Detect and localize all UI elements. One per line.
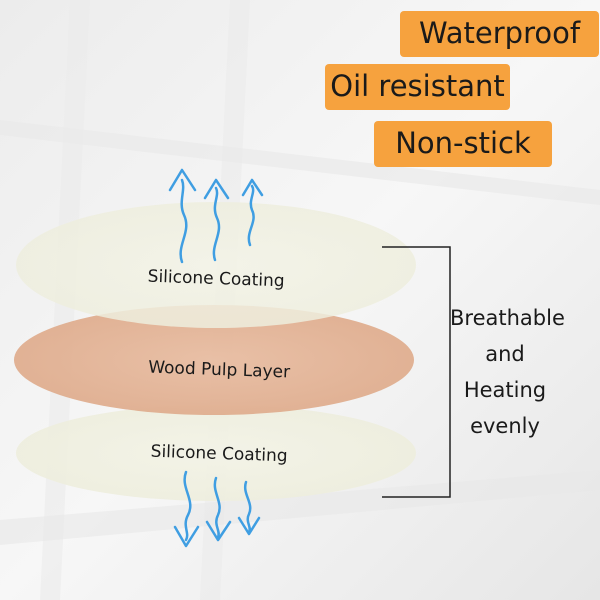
bracket xyxy=(382,246,451,498)
badge-oil-resistant-label: Oil resistant xyxy=(330,69,505,103)
downward-arrows-icon xyxy=(173,470,261,548)
side-text-line-4: evenly xyxy=(470,414,540,438)
middle-layer-label: Wood Pulp Layer xyxy=(148,358,290,383)
upward-arrows-icon xyxy=(168,168,264,264)
badge-non-stick: Non-stick xyxy=(374,121,552,167)
bottom-layer-label: Silicone Coating xyxy=(150,442,288,467)
side-text-line-2: and xyxy=(485,342,525,366)
badge-oil-resistant: Oil resistant xyxy=(325,64,510,110)
badge-waterproof: Waterproof xyxy=(400,11,599,57)
side-text-line-3: Heating xyxy=(463,378,547,402)
side-description: Breathable and Heating evenly xyxy=(450,300,565,444)
top-silicone-layer xyxy=(16,202,416,328)
badge-non-stick-label: Non-stick xyxy=(395,126,531,160)
bottom-silicone-layer xyxy=(16,405,416,501)
wood-pulp-layer xyxy=(14,305,414,415)
side-text-line-1: Breathable xyxy=(450,306,565,330)
top-layer-label: Silicone Coating xyxy=(147,267,285,292)
badge-waterproof-label: Waterproof xyxy=(418,16,581,50)
